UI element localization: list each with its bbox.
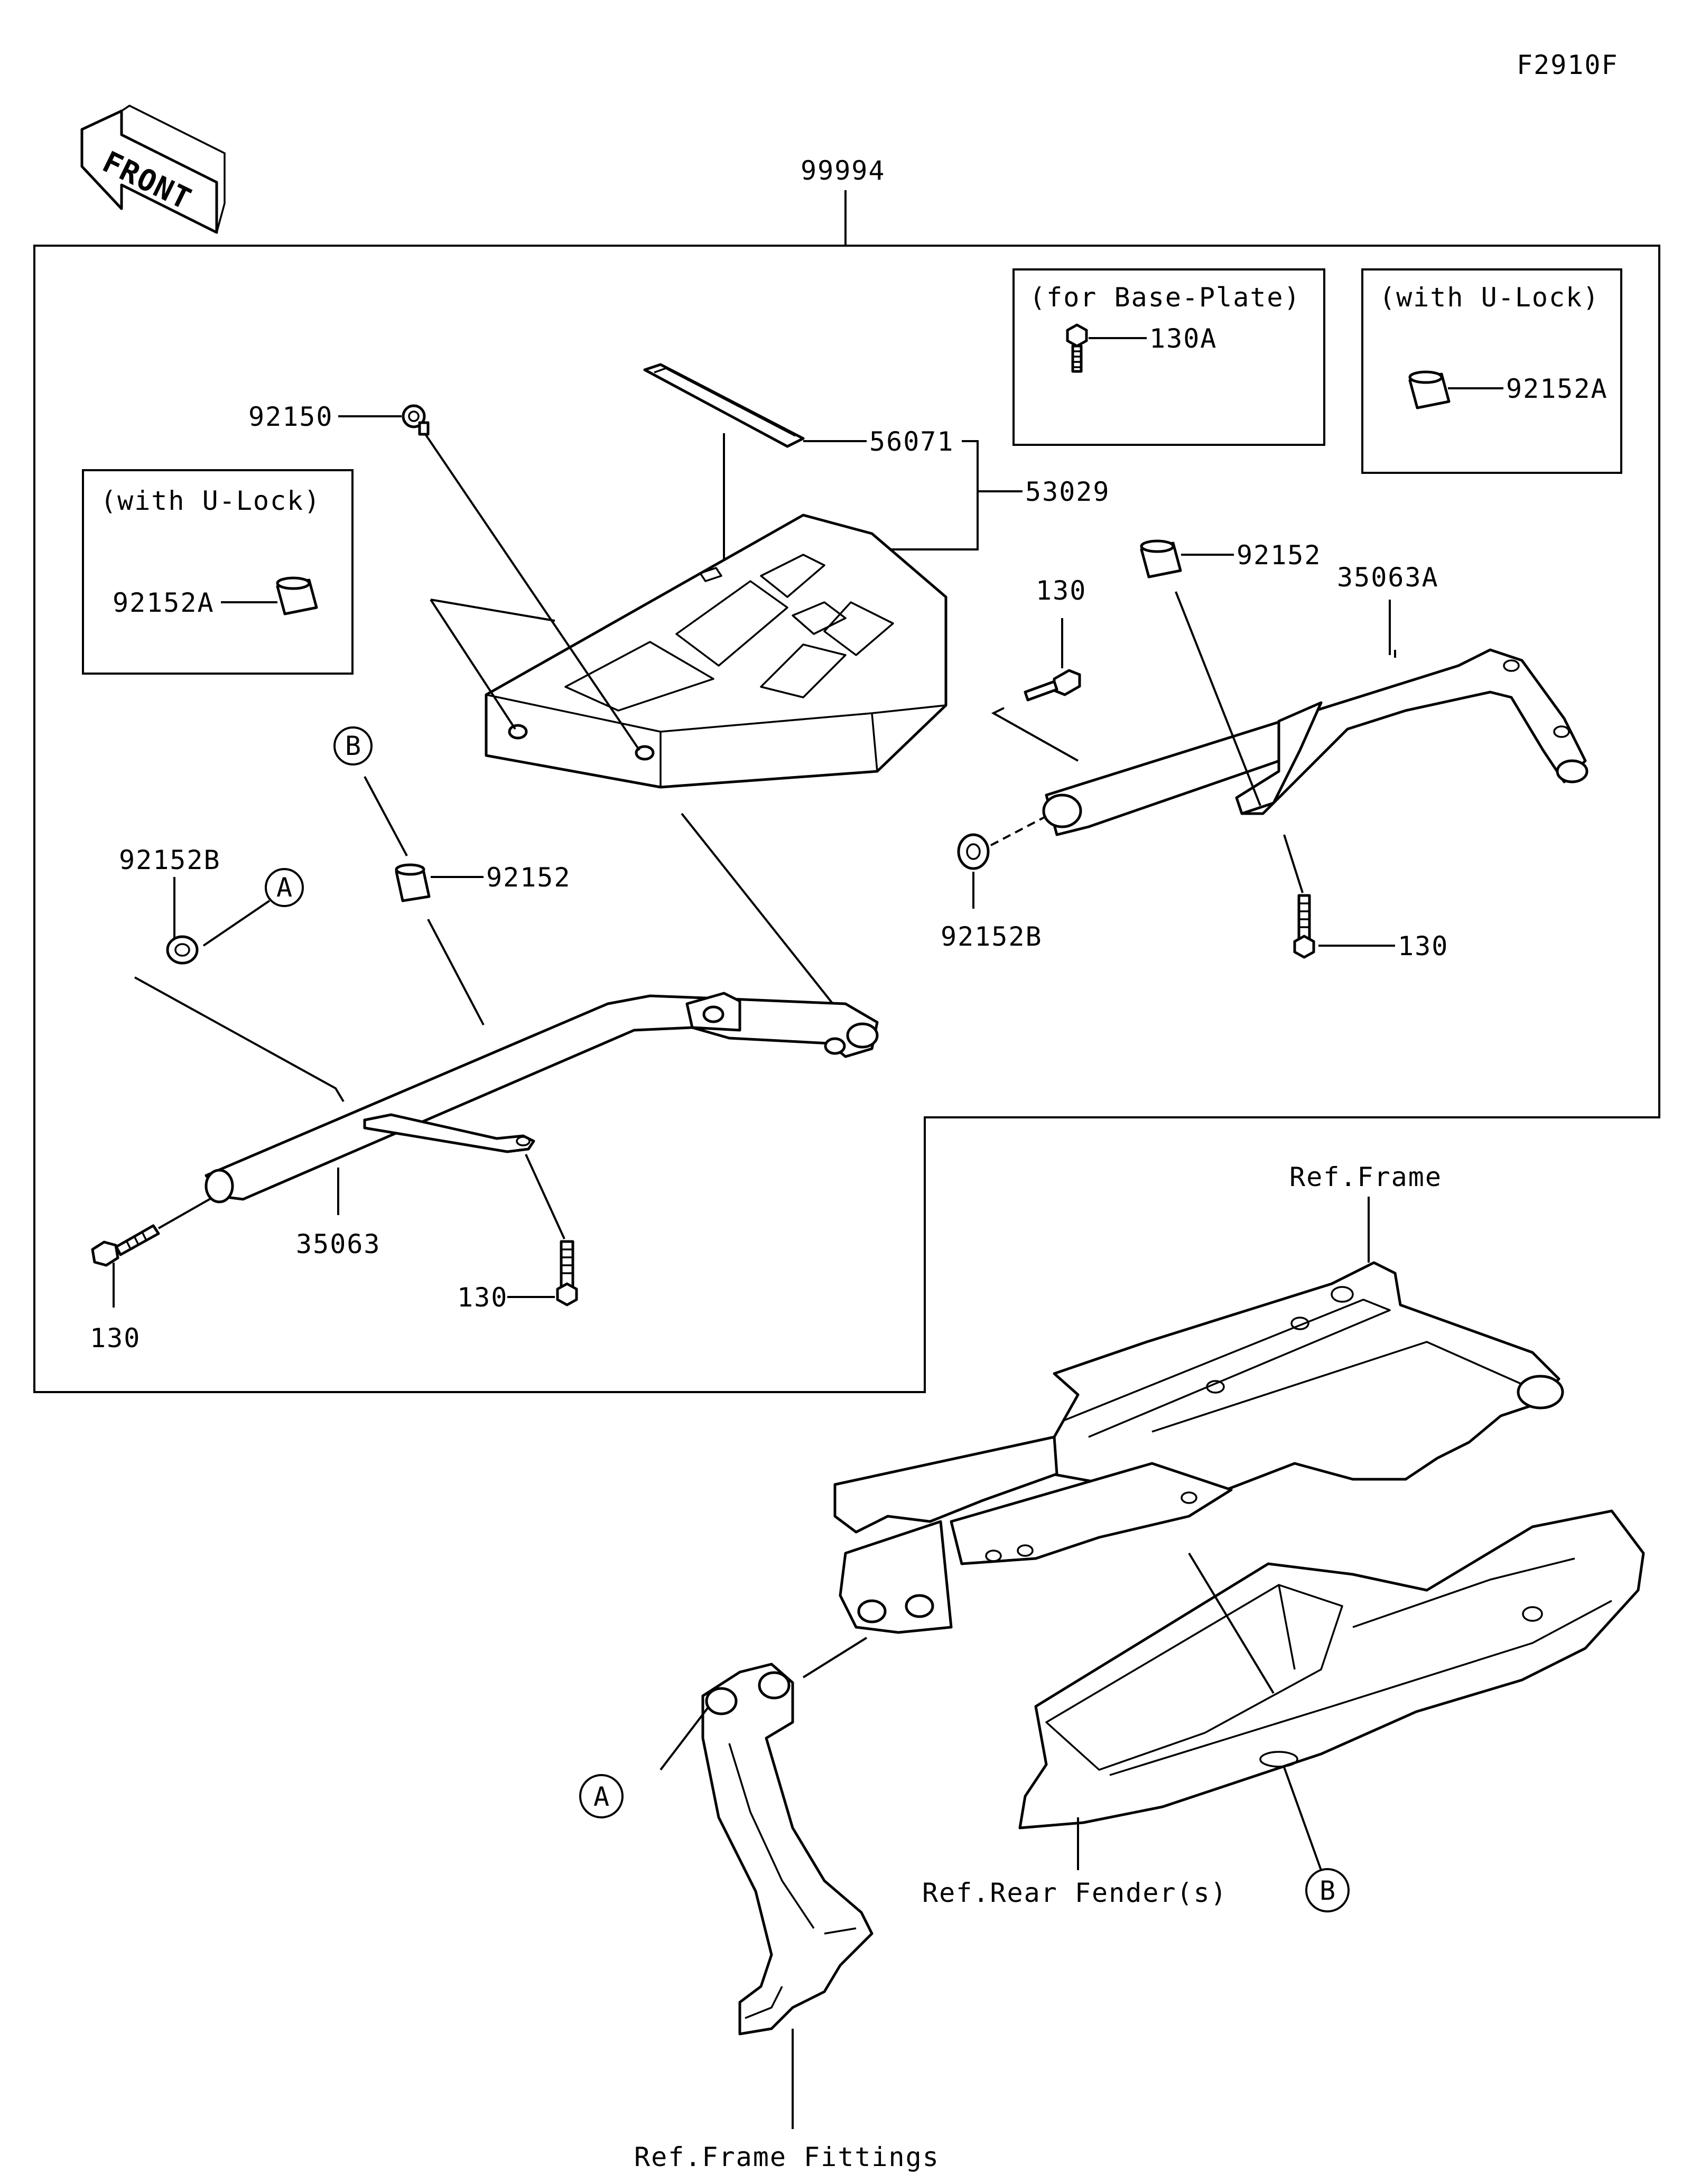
ulock-right-box-title: (with U-Lock) bbox=[1379, 282, 1600, 313]
callout-A-upper-leader bbox=[202, 900, 271, 947]
base-plate-box bbox=[1012, 268, 1325, 446]
part-92150: 92150 bbox=[248, 402, 333, 432]
callout-A-lower-leader bbox=[659, 1706, 709, 1771]
rear-fender-icon bbox=[1018, 1509, 1645, 1830]
part-92152-left: 92152 bbox=[486, 862, 571, 893]
bolt-130-left-icon bbox=[91, 1224, 160, 1267]
ref-rear-fender: Ref.Rear Fender(s) bbox=[922, 1878, 1228, 1908]
sticker-56071-icon bbox=[643, 363, 805, 448]
callout-A-lower: A bbox=[593, 1781, 610, 1812]
callout-A-upper-circle bbox=[265, 868, 304, 907]
rubber-92152B-right-icon bbox=[957, 833, 990, 870]
part-130-left: 130 bbox=[90, 1323, 141, 1354]
part-130-mid: 130 bbox=[457, 1282, 508, 1313]
callout-A-upper: A bbox=[276, 872, 293, 903]
part-56071: 56071 bbox=[869, 426, 954, 457]
ref-frame-fittings: Ref.Frame Fittings bbox=[634, 2142, 940, 2172]
callout-B-lower-leader bbox=[1283, 1767, 1322, 1871]
collar-92152A-right-icon bbox=[1408, 370, 1451, 409]
frame-to-fender-line bbox=[1188, 1552, 1275, 1694]
base-plate-box-title: (for Base-Plate) bbox=[1029, 282, 1301, 313]
rear-frame-icon bbox=[833, 1261, 1564, 1634]
stay-35063-icon bbox=[205, 992, 879, 1203]
ulock-right-box bbox=[1361, 268, 1622, 474]
bolt-130-right-axis bbox=[1283, 834, 1304, 893]
bolt-130A-icon bbox=[1066, 323, 1088, 373]
part-92152B-right: 92152B bbox=[941, 921, 1043, 952]
bolt-130-mid-axis bbox=[525, 1154, 565, 1239]
part-92152A-right: 92152A bbox=[1506, 374, 1608, 404]
frame-fittings-icon bbox=[701, 1663, 874, 2036]
callout-B-upper-circle bbox=[333, 726, 373, 766]
bolt-130-left-axis bbox=[158, 1197, 212, 1229]
part-130-top: 130 bbox=[1036, 575, 1086, 606]
collar-92152A-left-icon bbox=[276, 576, 318, 615]
collar-92152-left-axis bbox=[427, 919, 485, 1025]
callout-B-lower: B bbox=[1320, 1875, 1336, 1906]
part-92152B-left: 92152B bbox=[119, 845, 221, 875]
kit-outline bbox=[33, 245, 1660, 1393]
callout-B-lower-circle bbox=[1305, 1868, 1350, 1912]
ulock-left-box bbox=[82, 469, 354, 675]
callout-A-lower-circle bbox=[579, 1774, 624, 1818]
bolt-130-mid-icon bbox=[556, 1240, 578, 1306]
stay-35063-lock-line bbox=[134, 976, 345, 1103]
leader-53029 bbox=[859, 440, 1023, 550]
front-arrow-icon: FRONT bbox=[80, 105, 226, 234]
assembly-number: 99994 bbox=[801, 155, 886, 186]
part-35063: 35063 bbox=[296, 1229, 381, 1259]
collar-92152-right-icon bbox=[1140, 539, 1182, 578]
plate-to-stay-line bbox=[681, 813, 836, 1007]
part-92152A-left: 92152A bbox=[113, 587, 215, 618]
base-plate-53029-icon bbox=[485, 514, 947, 789]
bolt-130-top-axis bbox=[991, 707, 1079, 762]
part-130A: 130A bbox=[1149, 323, 1217, 354]
bolt-130-right-icon bbox=[1293, 894, 1315, 959]
part-92152-right: 92152 bbox=[1237, 540, 1322, 571]
part-35063A: 35063A bbox=[1337, 562, 1439, 593]
figure-id: F2910F bbox=[1517, 50, 1619, 80]
ref-frame: Ref.Frame bbox=[1289, 1162, 1442, 1192]
bolt-92150-axis bbox=[424, 433, 640, 751]
part-53029: 53029 bbox=[1025, 477, 1110, 507]
bolt-130-top-icon bbox=[1024, 669, 1081, 702]
frame-to-fitting-line bbox=[802, 1637, 868, 1678]
stay-35063A-icon bbox=[1042, 648, 1588, 836]
rubber-92152B-left-icon bbox=[166, 935, 199, 965]
base-plate-left-leaders bbox=[430, 599, 555, 730]
collar-92152-left-icon bbox=[395, 863, 431, 902]
rubber-92152B-right-axis bbox=[990, 815, 1047, 846]
bolt-92150-icon bbox=[402, 404, 430, 436]
ulock-left-box-title: (with U-Lock) bbox=[100, 486, 321, 516]
collar-92152-right-axis bbox=[1175, 591, 1261, 806]
callout-B-upper: B bbox=[345, 731, 362, 761]
part-130-right: 130 bbox=[1398, 931, 1448, 962]
callout-B-upper-leader bbox=[364, 776, 408, 856]
